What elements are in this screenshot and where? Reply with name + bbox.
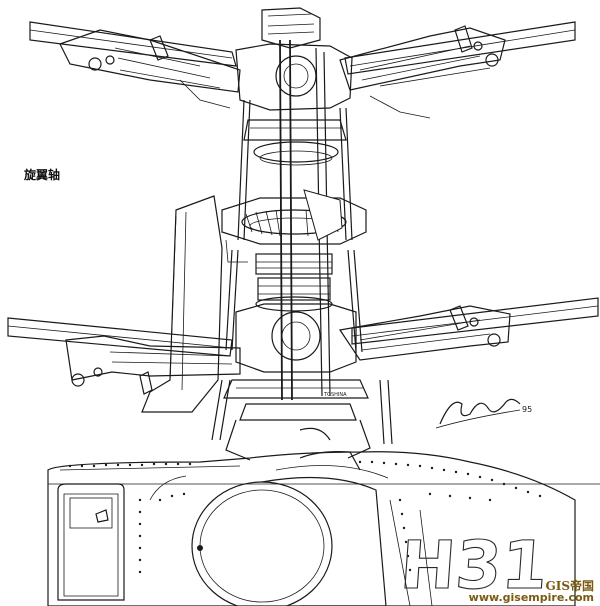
tail-fin xyxy=(141,195,223,413)
control-rods xyxy=(225,39,363,401)
upper-left-blade xyxy=(29,21,241,109)
watermark: GIS帝国 www.gisempire.com xyxy=(469,580,594,604)
hub-marking: TOSHINA xyxy=(323,392,347,398)
signature-year: 95 xyxy=(522,405,532,414)
rotor-shaft-label: 旋翼轴 xyxy=(24,168,61,182)
watermark-url: www.gisempire.com xyxy=(468,591,594,605)
support-struts xyxy=(211,379,393,461)
tail-number: H31 xyxy=(398,527,550,604)
lower-right-blade xyxy=(338,297,599,361)
lower-left-blade xyxy=(7,317,241,395)
upper-right-blade xyxy=(339,21,576,119)
fuselage: H31 xyxy=(47,451,600,606)
upper-rotor-hub xyxy=(235,7,353,166)
artist-signature: 95 xyxy=(435,398,532,429)
watermark-brand: GIS帝国 xyxy=(545,578,594,593)
lower-rotor-hub: TOSHINA xyxy=(223,253,369,421)
rivet-rows xyxy=(68,460,542,574)
swashplate-assembly xyxy=(221,189,367,263)
